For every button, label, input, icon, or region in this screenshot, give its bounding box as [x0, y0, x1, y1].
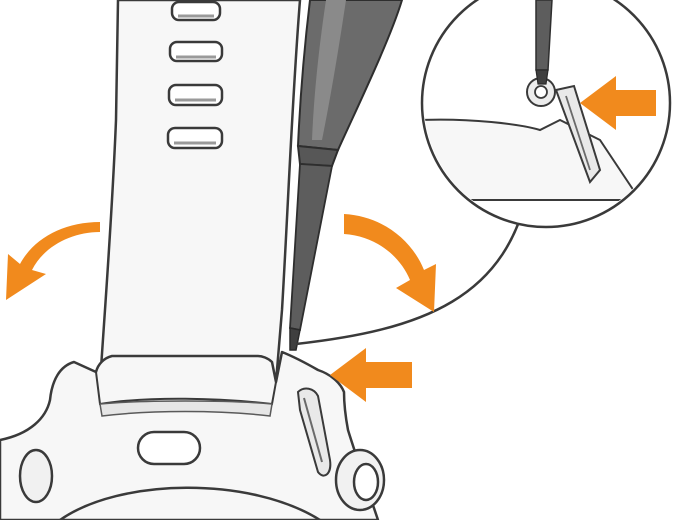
band-slot [168, 128, 222, 148]
tool-collar [298, 146, 338, 166]
tool-tip [290, 328, 300, 350]
pin-removal-tool [290, 0, 402, 350]
detail-pin-center [535, 86, 547, 98]
tool-shaft [290, 164, 332, 330]
detail-tool-tip [536, 70, 548, 84]
curved-arrow-right [344, 214, 436, 312]
band-slot [169, 85, 222, 105]
curved-arrow-left [6, 222, 100, 300]
left-crown [20, 450, 52, 502]
right-crown-cap [354, 464, 378, 500]
case-front-button [138, 432, 200, 464]
